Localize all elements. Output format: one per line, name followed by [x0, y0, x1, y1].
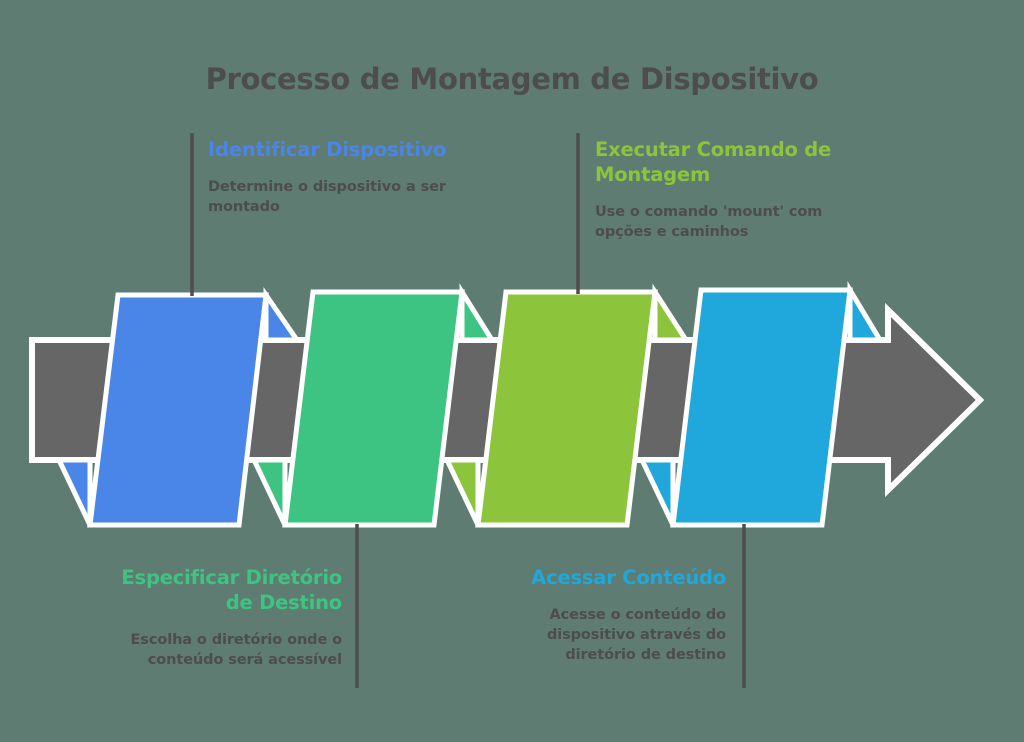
- step-tail-lower-3: [443, 457, 481, 527]
- step-description-2: Escolha o diretório onde o conteúdo será…: [130, 631, 343, 668]
- step-title-3: Executar Comando de Montagem: [595, 138, 832, 186]
- step-parallelogram-4: [670, 287, 853, 528]
- step-callout-3: Executar Comando de Montagem Use o coman…: [595, 138, 845, 242]
- step-description-4: Acesse o conteúdo do dispositivo através…: [546, 606, 726, 663]
- step-tail-upper-4: [847, 280, 885, 343]
- step-shape-4[interactable]: [638, 280, 885, 528]
- step-shape-2[interactable]: [250, 283, 497, 528]
- step-tail-upper-2: [459, 283, 497, 343]
- step-callout-4: Acessar Conteúdo Acesse o conteúdo do di…: [486, 566, 726, 665]
- step-shape-3[interactable]: [443, 283, 691, 528]
- step-description-3: Use o comando 'mount' com opções e camin…: [595, 203, 823, 240]
- step-title-2: Especificar Diretório de Destino: [121, 566, 342, 614]
- step-tail-upper-1: [263, 286, 302, 343]
- step-tail-lower-2: [250, 457, 288, 527]
- step-callout-2: Especificar Diretório de Destino Escolha…: [104, 566, 342, 670]
- step-tail-lower-1: [55, 457, 93, 527]
- step-title-1: Identificar Dispositivo: [208, 138, 447, 161]
- step-tail-lower-4: [638, 457, 676, 527]
- step-callout-1: Identificar Dispositivo Determine o disp…: [208, 138, 454, 217]
- step-parallelogram-2: [282, 289, 465, 528]
- step-description-1: Determine o dispositivo a ser montado: [208, 178, 446, 215]
- page-title: Processo de Montagem de Dispositivo: [205, 62, 819, 96]
- step-parallelogram-3: [475, 289, 658, 528]
- step-tail-upper-3: [652, 283, 691, 343]
- step-parallelogram-1: [87, 292, 269, 528]
- step-shape-1[interactable]: [55, 286, 302, 528]
- step-title-4: Acessar Conteúdo: [531, 566, 726, 589]
